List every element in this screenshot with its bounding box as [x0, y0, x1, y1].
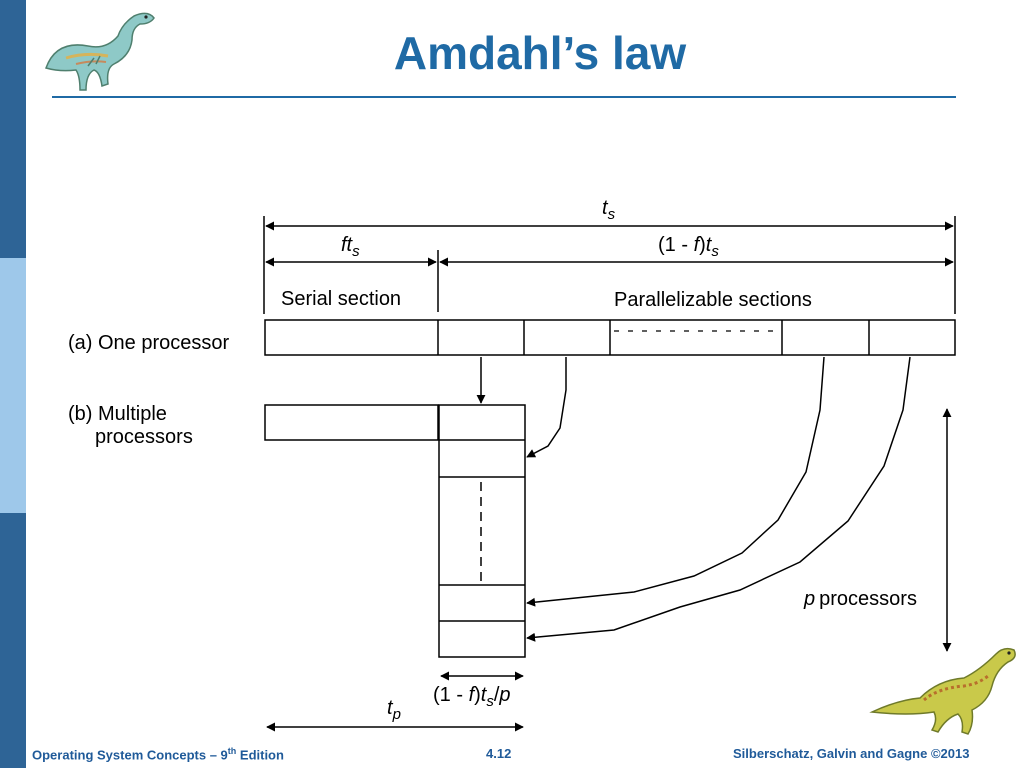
- multiple-processors-label-line2: processors: [95, 426, 193, 448]
- one-processor-label: (a) One processor: [68, 332, 230, 354]
- multi-serial-block: [264, 404, 439, 441]
- ts-label: ts: [602, 197, 616, 223]
- title-divider: [52, 96, 956, 98]
- dinosaur-logo-icon: [45, 12, 155, 91]
- processor-stack: [438, 404, 526, 658]
- footer-page-number: 4.12: [486, 746, 512, 761]
- footer-authors: Silberschatz, Galvin and Gagne ©2013: [733, 746, 970, 761]
- map-arrow-4: [526, 356, 911, 642]
- map-arrow-3: [526, 356, 825, 607]
- sidebar-highlight: [0, 258, 26, 513]
- footer-book-title: Operating System Concepts – 9th Edition: [32, 746, 284, 763]
- fts-label: fts: [341, 234, 360, 260]
- page-title: Amdahl’s law: [393, 27, 687, 79]
- map-arrow-2: [526, 357, 567, 458]
- serial-section-label: Serial section: [281, 288, 401, 310]
- dinosaur-footer-icon: [869, 647, 1016, 735]
- multiple-processors-label-line1: (b) Multiple: [68, 403, 167, 425]
- parallel-time-label: (1 - f)ts: [658, 234, 719, 260]
- tp-label: tp: [387, 697, 401, 723]
- parallelizable-sections-label: Parallelizable sections: [614, 289, 812, 311]
- per-processor-time-label: (1 - f)ts/p: [433, 684, 511, 710]
